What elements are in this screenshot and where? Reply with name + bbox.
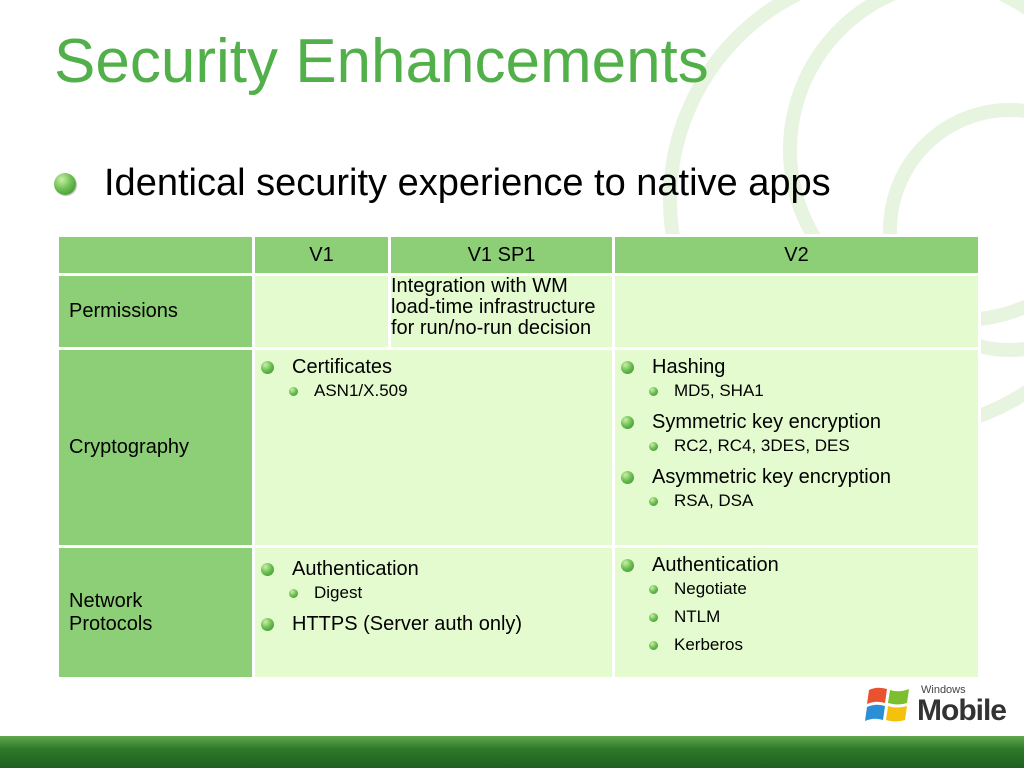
header-v2: V2 bbox=[612, 234, 981, 276]
slide-title: Security Enhancements bbox=[54, 27, 709, 96]
row-label-permissions: Permissions bbox=[56, 273, 255, 350]
bullet-icon bbox=[649, 612, 658, 622]
bullet-icon bbox=[649, 496, 658, 506]
comparison-table: V1 V1 SP1 V2 Permissions Integration wit… bbox=[56, 234, 981, 680]
list-subitem: Negotiate bbox=[615, 579, 978, 599]
permissions-v1-cell bbox=[252, 273, 391, 350]
bottom-bar bbox=[0, 736, 1024, 768]
bullet-icon bbox=[261, 563, 274, 576]
bullet-icon bbox=[649, 584, 658, 594]
bullet-icon bbox=[621, 471, 634, 484]
row-label-cryptography: Cryptography bbox=[56, 347, 255, 548]
list-subitem: ASN1/X.509 bbox=[255, 381, 612, 401]
header-empty bbox=[56, 234, 255, 276]
windows-mobile-logo: Windows Mobile bbox=[865, 682, 1007, 728]
bullet-icon bbox=[261, 618, 274, 631]
bullet-icon bbox=[54, 172, 76, 195]
row-permissions: Permissions Integration with WM load-tim… bbox=[56, 273, 981, 350]
list-subitem: RSA, DSA bbox=[615, 491, 978, 511]
list-item: Hashing bbox=[615, 356, 978, 379]
list-item: Asymmetric key encryption bbox=[615, 466, 978, 489]
bullet-icon bbox=[649, 441, 658, 451]
permissions-sp1-cell: Integration with WM load-time infrastruc… bbox=[388, 273, 615, 350]
bullet-icon bbox=[621, 416, 634, 429]
network-v1-cell: Authentication Digest HTTPS (Server auth… bbox=[252, 545, 615, 680]
list-item: Symmetric key encryption bbox=[615, 411, 978, 434]
list-item: Authentication bbox=[615, 554, 978, 577]
list-subitem: Kerberos bbox=[615, 635, 978, 655]
cryptography-v1-cell: Certificates ASN1/X.509 bbox=[252, 347, 615, 548]
list-subitem: Digest bbox=[255, 583, 612, 603]
header-v1sp1: V1 SP1 bbox=[388, 234, 615, 276]
row-label-network: Network Protocols bbox=[56, 545, 255, 680]
cryptography-v2-cell: Hashing MD5, SHA1 Symmetric key encrypti… bbox=[612, 347, 981, 548]
list-subitem: MD5, SHA1 bbox=[615, 381, 978, 401]
bullet-icon bbox=[289, 588, 298, 598]
bullet-icon bbox=[621, 559, 634, 572]
windows-flag-icon bbox=[865, 687, 909, 722]
list-subitem: NTLM bbox=[615, 607, 978, 627]
main-bullet: Identical security experience to native … bbox=[54, 162, 831, 205]
list-item: Authentication bbox=[255, 558, 612, 581]
bullet-icon bbox=[649, 386, 658, 396]
list-item: Certificates bbox=[255, 356, 612, 379]
list-item: HTTPS (Server auth only) bbox=[255, 613, 612, 636]
network-v2-cell: Authentication Negotiate NTLM Kerberos bbox=[612, 545, 981, 680]
bullet-icon bbox=[261, 361, 274, 374]
bullet-icon bbox=[289, 386, 298, 396]
row-network: Network Protocols Authentication Digest … bbox=[56, 545, 981, 680]
bullet-icon bbox=[649, 640, 658, 650]
bullet-icon bbox=[621, 361, 634, 374]
header-row: V1 V1 SP1 V2 bbox=[56, 234, 981, 276]
main-bullet-text: Identical security experience to native … bbox=[104, 162, 831, 204]
row-cryptography: Cryptography Certificates ASN1/X.509 Has… bbox=[56, 347, 981, 548]
permissions-v2-cell bbox=[612, 273, 981, 350]
list-subitem: RC2, RC4, 3DES, DES bbox=[615, 436, 978, 456]
header-v1: V1 bbox=[252, 234, 391, 276]
logo-text: Windows Mobile bbox=[917, 683, 1007, 727]
